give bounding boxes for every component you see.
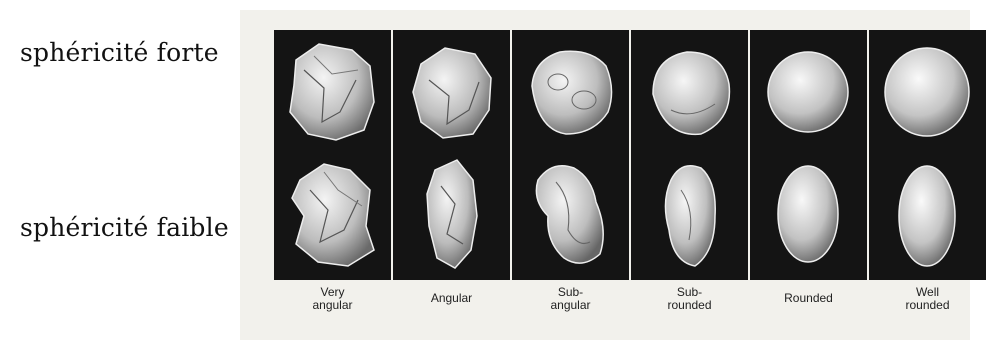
panel-angular: [393, 30, 510, 280]
grain-well-rounded-low: [899, 166, 955, 266]
grain-very-angular-low: [292, 164, 374, 266]
grain-angular-high: [413, 48, 491, 138]
grain-rounded-high: [768, 52, 848, 132]
caption-angular: Angular: [393, 292, 510, 305]
grain-sub-rounded-low: [665, 166, 715, 266]
panel-sub-angular: [512, 30, 629, 280]
caption-very-angular: Very angular: [274, 286, 391, 312]
caption-sub-angular: Sub- angular: [512, 286, 629, 312]
grain-well-rounded-high: [885, 48, 969, 136]
panel-very-angular: [274, 30, 391, 280]
grain-sub-angular-low: [536, 166, 603, 263]
grain-very-angular-high: [290, 44, 374, 140]
grain-rounded-low: [778, 166, 838, 262]
caption-rounded: Rounded: [750, 292, 867, 305]
caption-sub-rounded: Sub- rounded: [631, 286, 748, 312]
high-sphericity-label: sphéricité forte: [20, 38, 219, 67]
panel-sub-rounded: [631, 30, 748, 280]
grain-sub-angular-high: [532, 51, 612, 134]
grain-angular-low: [427, 160, 477, 268]
low-sphericity-label: sphéricité faible: [20, 213, 229, 242]
caption-well-rounded: Well rounded: [869, 286, 986, 312]
panel-well-rounded: [869, 30, 986, 280]
grain-sub-rounded-high: [653, 52, 729, 134]
panel-rounded: [750, 30, 867, 280]
roundness-chart: Very angular Angular Sub- angular Sub- r…: [240, 10, 970, 340]
